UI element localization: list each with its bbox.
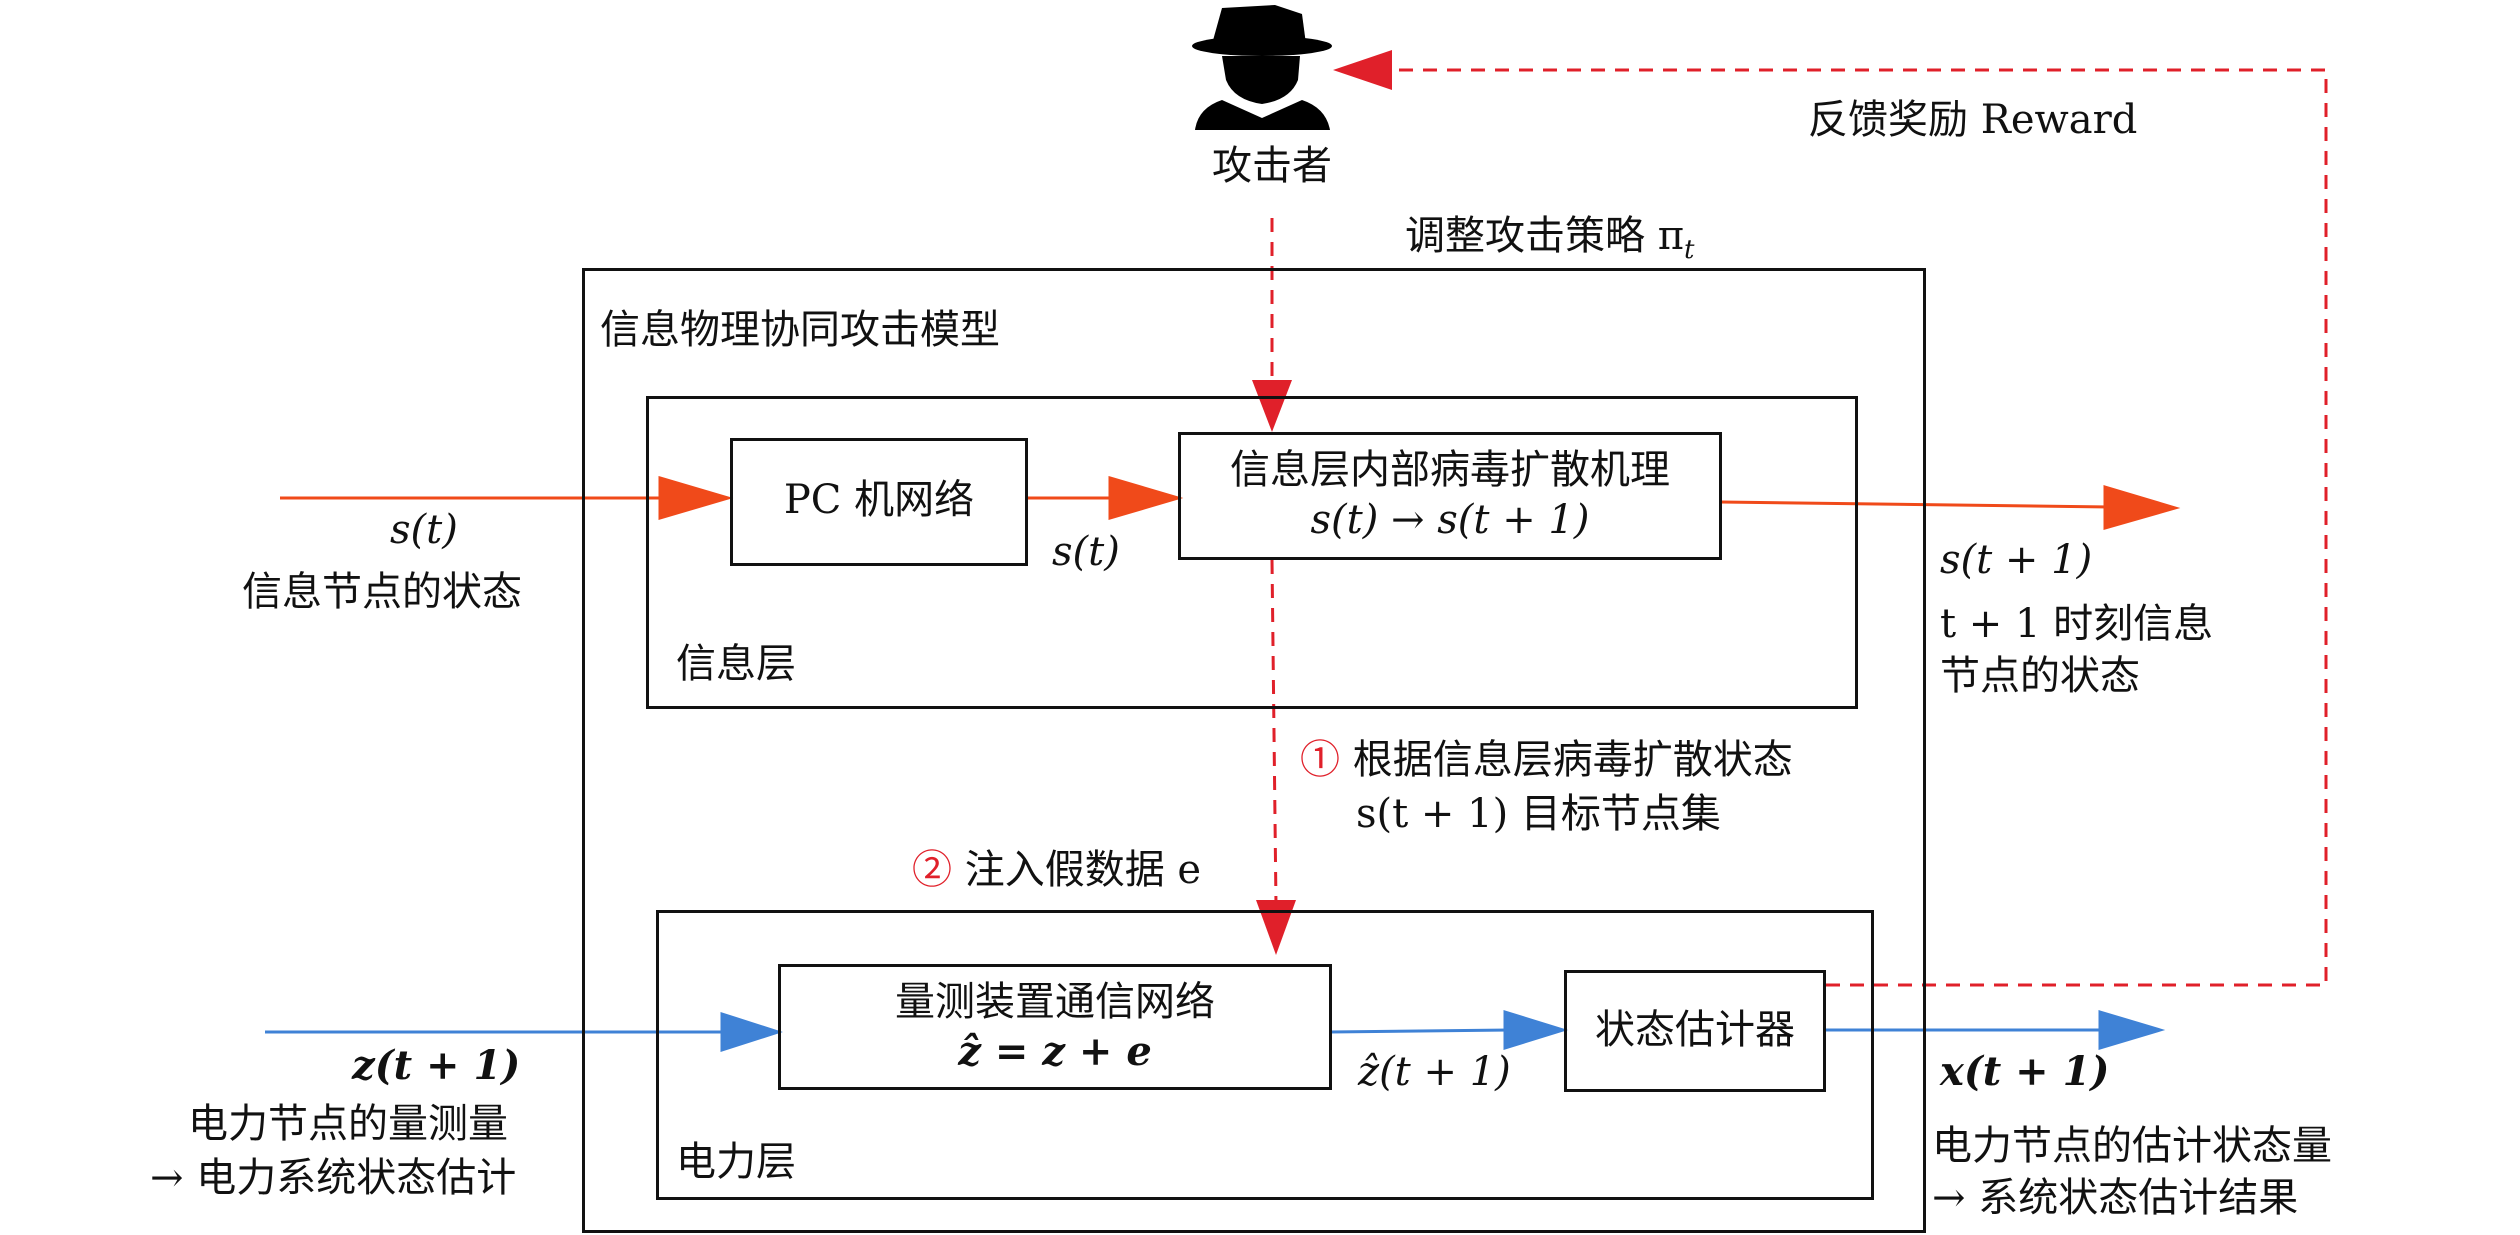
info-arrows — [280, 475, 2181, 530]
power-output-arrowhead — [2098, 1009, 2166, 1051]
cyber-physical-attack-model-box — [582, 268, 1926, 1233]
info-output-desc-line2: 节点的状态 — [1940, 653, 2140, 699]
info-mid-arrowhead — [1108, 475, 1184, 521]
step1-text: ① 根据信息层病毒扩散状态 — [1300, 737, 1793, 783]
info-mid-signal: s(t) — [1052, 529, 1120, 575]
virus-spread-formula: s(t) → s(t + 1) — [1310, 497, 1590, 543]
info-input-desc: 信息节点的状态 — [242, 569, 522, 615]
spy-hacker-icon — [1192, 5, 1332, 130]
info-output-desc-line1: t + 1 时刻信息 — [1940, 601, 2214, 647]
pc-network-label: PC 机网络 — [783, 477, 975, 523]
step1-marker: ① — [1300, 737, 1340, 783]
power-arrows — [265, 1009, 2166, 1053]
info-layer-box — [646, 396, 1858, 709]
info-output-signal: s(t + 1) — [1940, 537, 2093, 583]
attack-arrowheads — [1252, 50, 1392, 955]
power-input-desc-line2: → 电力系统状态估计 — [150, 1155, 517, 1201]
info-output-arrowhead — [2103, 484, 2181, 530]
step1-line2: s(t + 1) 目标节点集 — [1356, 791, 1721, 837]
power-input-desc-line1: 电力节点的量测量 — [188, 1101, 508, 1147]
power-output-desc-line1: 电力节点的估计状态量 — [1932, 1123, 2332, 1169]
info-input-arrowhead — [658, 475, 734, 521]
power-input-arrowhead — [720, 1011, 783, 1053]
power-layer-label: 电力层 — [676, 1139, 796, 1185]
measurement-comm-formula: ẑ = z + e — [958, 1028, 1152, 1075]
power-layer-box — [656, 910, 1874, 1200]
power-output-desc-line2: → 系统状态估计结果 — [1932, 1175, 2299, 1221]
feedback-reward-label: 反馈奖励 Reward — [1808, 97, 2138, 143]
virus-spread-box[interactable] — [1178, 432, 1722, 560]
power-mid-arrowhead — [1503, 1009, 1569, 1051]
power-mid-signal: ẑ(t + 1) — [1358, 1049, 1511, 1095]
state-estimator-box[interactable] — [1564, 970, 1826, 1092]
model-title: 信息物理协同攻击模型 — [600, 307, 1000, 353]
power-input-signal: z(t + 1) — [352, 1042, 521, 1089]
info-layer-label: 信息层 — [676, 641, 796, 687]
info-input-signal: s(t) — [390, 507, 458, 553]
attacker-label: 攻击者 — [1212, 143, 1332, 189]
power-output-signal: x(t + 1) — [1940, 1048, 2110, 1095]
attack-dashes — [1270, 68, 2328, 987]
virus-spread-label: 信息层内部病毒扩散机理 — [1230, 447, 1670, 493]
step2-marker: ② — [912, 847, 952, 893]
adjust-strategy-label: 调整攻击策略 πt — [1405, 213, 1695, 265]
state-estimator-label: 状态估计器 — [1595, 1007, 1795, 1053]
pc-network-box[interactable] — [730, 438, 1028, 566]
measurement-comm-network-box[interactable] — [778, 964, 1332, 1090]
measurement-comm-network-label: 量测装置通信网络 — [895, 979, 1215, 1025]
step2-text: ② 注入假数据 e — [912, 847, 1202, 893]
